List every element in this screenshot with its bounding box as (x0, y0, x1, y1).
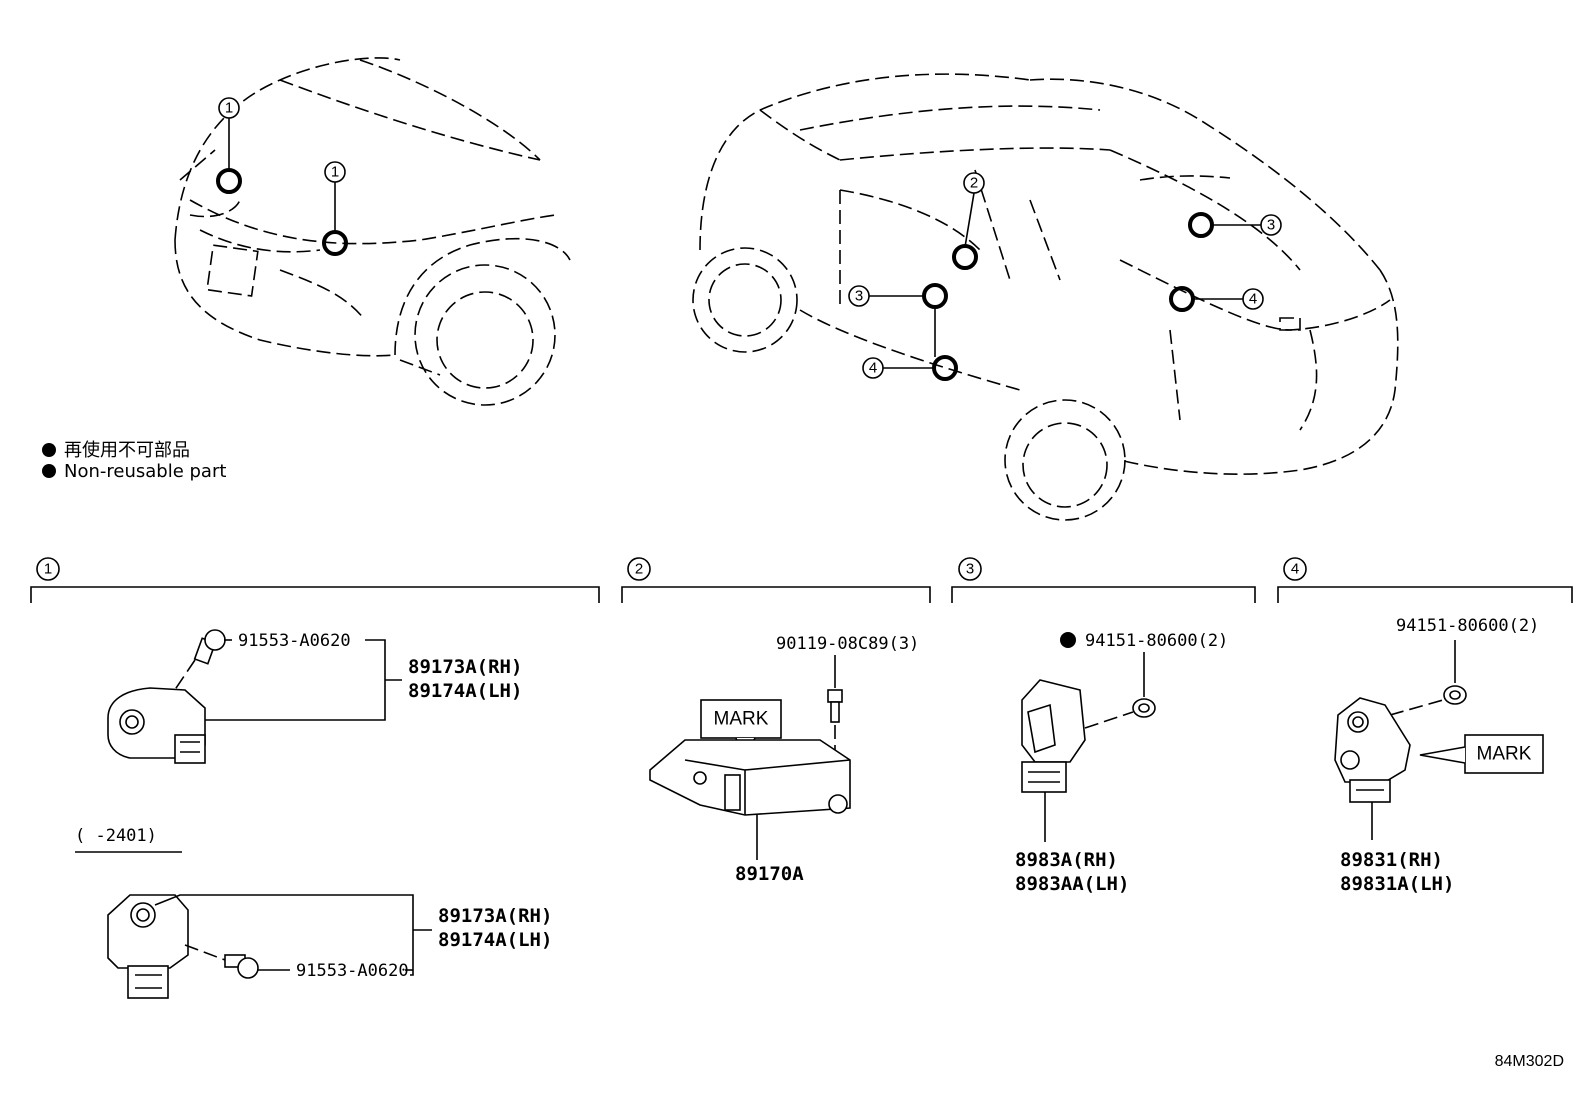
production-date-note: ( -2401) (75, 826, 157, 846)
section-1-front-impact-sensor: 91553-A0620 89173A(RH) 89174A(LH) ( -240… (75, 629, 552, 999)
sensor-location-marker (932, 355, 958, 381)
part-number-sensor-rh: 89173A(RH) (438, 905, 552, 927)
sensor-location-marker (1188, 212, 1214, 238)
mark-label: MARK (714, 709, 769, 730)
front-car-callouts: 1 1 (216, 97, 348, 256)
legend-text-jp: 再使用不可部品 (64, 440, 190, 461)
sensor-location-marker (1169, 286, 1195, 312)
sensor-location-marker (952, 244, 978, 270)
part-number-bolt: 91553-A0620 (296, 961, 409, 981)
bolt-icon (827, 689, 843, 723)
section-circle-1 (36, 557, 60, 581)
callout-circle-3 (848, 285, 870, 307)
section-number: 3 (966, 561, 974, 578)
front-car-illustration (174, 57, 571, 406)
callout-number: 1 (331, 164, 339, 181)
part-number-sensor-lh: 8983AA(LH) (1015, 873, 1129, 895)
callout-circle-4 (862, 357, 884, 379)
callout-circle-3 (1260, 214, 1282, 236)
callout-number: 1 (225, 100, 233, 117)
legend-text-en: Non-reusable part (64, 461, 227, 482)
impact-sensor-icon (107, 894, 189, 999)
callout-circle-2 (963, 172, 985, 194)
nut-icon (1132, 698, 1156, 718)
part-number-sensor-rh: 89173A(RH) (408, 656, 522, 678)
section-number: 4 (1291, 561, 1299, 578)
part-number-bolt: 91553-A0620 (238, 631, 351, 651)
mark-label-box (700, 699, 782, 739)
sensor-location-marker (216, 168, 242, 194)
part-number-bolt: 90119-08C89(3) (776, 634, 919, 654)
rear-car-illustration (692, 73, 1399, 521)
mark-label: MARK (1477, 744, 1532, 765)
side-sensor-icon (1021, 679, 1086, 793)
non-reusable-dot (1060, 632, 1076, 648)
section-4-rear-side-impact-sensor: 94151-80600(2) MARK 89831(RH) 89831A(LH) (1334, 616, 1544, 895)
sensor-location-marker (922, 283, 948, 309)
section-circle-3 (958, 557, 982, 581)
section-circle-2 (627, 557, 651, 581)
callout-circle-1 (324, 161, 346, 183)
callout-number: 2 (970, 175, 978, 192)
callout-number: 3 (1267, 217, 1275, 234)
callout-circle-1 (218, 97, 240, 119)
section-2-airbag-control-module: 90119-08C89(3) MARK 89170A (649, 634, 919, 885)
part-number-sensor-rh: 8983A(RH) (1015, 849, 1118, 871)
part-number-sensor-lh: 89831A(LH) (1340, 873, 1454, 895)
section-number: 1 (44, 561, 52, 578)
part-number-sensor-rh: 89831(RH) (1340, 849, 1443, 871)
non-reusable-dot-icon (42, 443, 56, 457)
callout-number: 3 (855, 288, 863, 305)
impact-sensor-icon (107, 687, 206, 764)
airbag-module-icon (649, 739, 851, 816)
callout-number: 4 (869, 360, 877, 377)
illustration-code: 84M302D (1494, 1053, 1564, 1070)
callout-circle-4 (1242, 288, 1264, 310)
callout-number: 4 (1249, 291, 1257, 308)
part-number-nut: 94151-80600(2) (1085, 631, 1228, 651)
bolt-icon (193, 629, 226, 665)
side-sensor-icon (1334, 697, 1411, 803)
section-circle-4 (1283, 557, 1307, 581)
nut-icon (1443, 685, 1467, 705)
rear-car-callouts: 2 3 4 3 4 (848, 172, 1282, 381)
section-3-side-impact-sensor: 94151-80600(2) 8983A(RH) 8983AA(LH) (1015, 631, 1228, 895)
part-number-sensor-lh: 89174A(LH) (408, 680, 522, 702)
legend-row-en: Non-reusable part (42, 461, 226, 482)
part-number-module: 89170A (735, 863, 804, 885)
legend-row-jp: 再使用不可部品 (42, 436, 190, 462)
bolt-icon (224, 954, 259, 979)
section-number: 2 (635, 561, 643, 578)
non-reusable-dot-icon (42, 464, 56, 478)
section-headers: 1 2 3 4 (30, 557, 1573, 603)
sensor-location-marker (322, 230, 348, 256)
part-number-sensor-lh: 89174A(LH) (438, 929, 552, 951)
part-number-nut: 94151-80600(2) (1396, 616, 1539, 636)
